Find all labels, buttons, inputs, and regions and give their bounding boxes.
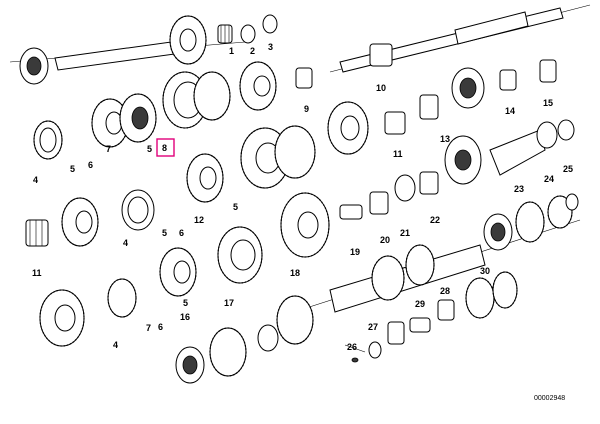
callout-labels: 1 2 3 4 4 5 5 5 5 5 6 6 6 7 7 8 9 10 11 … (32, 42, 573, 402)
ring-3 (262, 14, 278, 34)
label-4c: 4 (113, 340, 118, 350)
label-23: 23 (514, 184, 524, 194)
reference-number: 00002948 (534, 395, 565, 402)
label-5b: 5 (147, 144, 152, 154)
label-21: 21 (400, 228, 410, 238)
right-gear-set (327, 59, 575, 185)
highlight-box (156, 138, 175, 157)
gear-18 (280, 192, 330, 258)
label-14: 14 (505, 106, 515, 116)
label-4a: 4 (33, 175, 38, 185)
label-15: 15 (543, 98, 553, 108)
label-29: 29 (415, 299, 425, 309)
lower-left-gears (25, 197, 99, 247)
label-9: 9 (304, 104, 309, 114)
label-10: 10 (376, 83, 386, 93)
output-shaft (329, 4, 591, 73)
countershaft (299, 193, 581, 313)
synchro-assembly-7 (91, 93, 157, 148)
label-6a: 6 (88, 160, 93, 170)
label-28: 28 (440, 286, 450, 296)
label-25: 25 (563, 164, 573, 174)
label-17: 17 (224, 298, 234, 308)
label-11a: 11 (393, 149, 403, 159)
label-11b: 11 (32, 268, 42, 278)
label-7b: 7 (146, 323, 151, 333)
label-4b: 4 (123, 238, 128, 248)
label-27: 27 (368, 322, 378, 332)
label-6c: 6 (158, 322, 163, 332)
needle-bearing-1 (217, 24, 233, 44)
label-13: 13 (440, 134, 450, 144)
input-shaft (9, 15, 246, 85)
label-18: 18 (290, 268, 300, 278)
small-parts-19-22 (339, 171, 439, 220)
label-5e: 5 (183, 298, 188, 308)
gear-9 (239, 61, 313, 111)
label-3: 3 (268, 42, 273, 52)
washer-2 (240, 24, 256, 44)
label-12: 12 (194, 215, 204, 225)
label-19: 19 (350, 247, 360, 257)
label-6b: 6 (179, 228, 184, 238)
label-22: 22 (430, 215, 440, 225)
label-8: 8 (162, 143, 167, 153)
label-30: 30 (480, 266, 490, 276)
label-26: 26 (347, 342, 357, 352)
synchro-assembly-16 (107, 226, 263, 318)
label-5c: 5 (162, 228, 167, 238)
label-5a: 5 (70, 164, 75, 174)
middle-gear-cluster (121, 125, 316, 231)
label-16: 16 (180, 312, 190, 322)
label-20: 20 (380, 235, 390, 245)
label-5d: 5 (233, 202, 238, 212)
bottom-gears (39, 271, 518, 384)
label-7a: 7 (106, 144, 111, 154)
synchro-ring-4a (33, 120, 63, 160)
sleeve-gear-8 (162, 71, 231, 129)
label-24: 24 (544, 174, 554, 184)
label-2: 2 (250, 46, 255, 56)
label-1: 1 (229, 46, 234, 56)
